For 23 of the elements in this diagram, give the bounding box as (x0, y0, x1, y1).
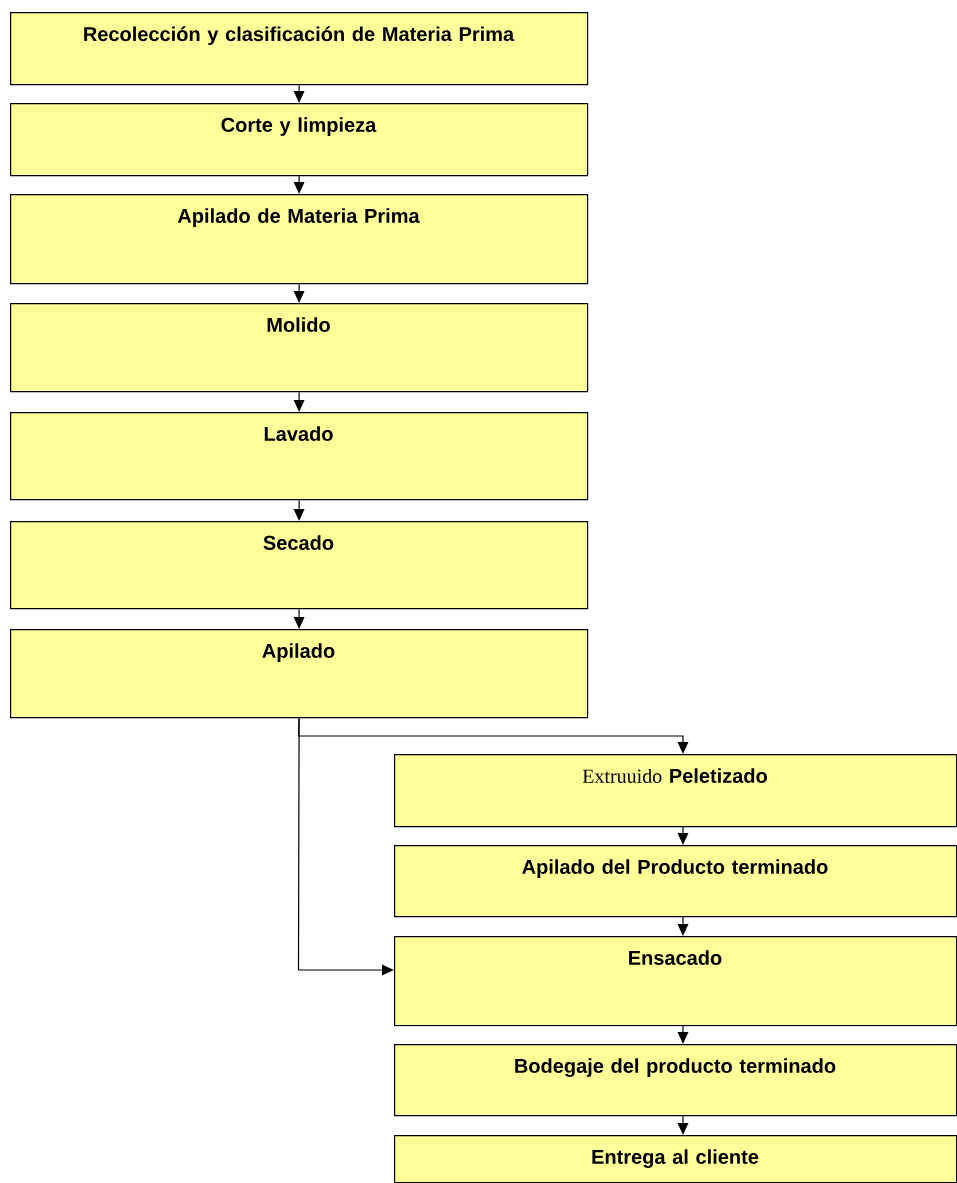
process-box: Corte y limpieza (10, 103, 589, 177)
process-box: Entrega al cliente (394, 1135, 957, 1183)
process-box: Secado (10, 521, 589, 610)
arrow (293, 499, 305, 521)
process-box: Extruuido Peletizado (394, 754, 957, 828)
arrow (293, 391, 305, 412)
arrow (677, 1114, 689, 1135)
process-box: Bodegaje del producto terminado (394, 1044, 957, 1117)
process-box: Lavado (10, 412, 589, 501)
process-box: Apilado (10, 629, 589, 719)
arrow (293, 84, 305, 103)
process-box: Recolección y clasificación de Materia Prima (10, 12, 589, 86)
process-box: Apilado del Producto terminado (394, 845, 957, 918)
process-box: Apilado de Materia Prima (10, 194, 589, 285)
process-box: Molido (10, 303, 589, 393)
arrow (677, 1024, 689, 1044)
arrow (293, 175, 305, 194)
arrow (293, 283, 305, 303)
arrow (293, 608, 305, 629)
arrow (297, 717, 394, 976)
arrow (677, 825, 689, 845)
arrow (677, 915, 689, 936)
process-box: Ensacado (394, 936, 957, 1027)
